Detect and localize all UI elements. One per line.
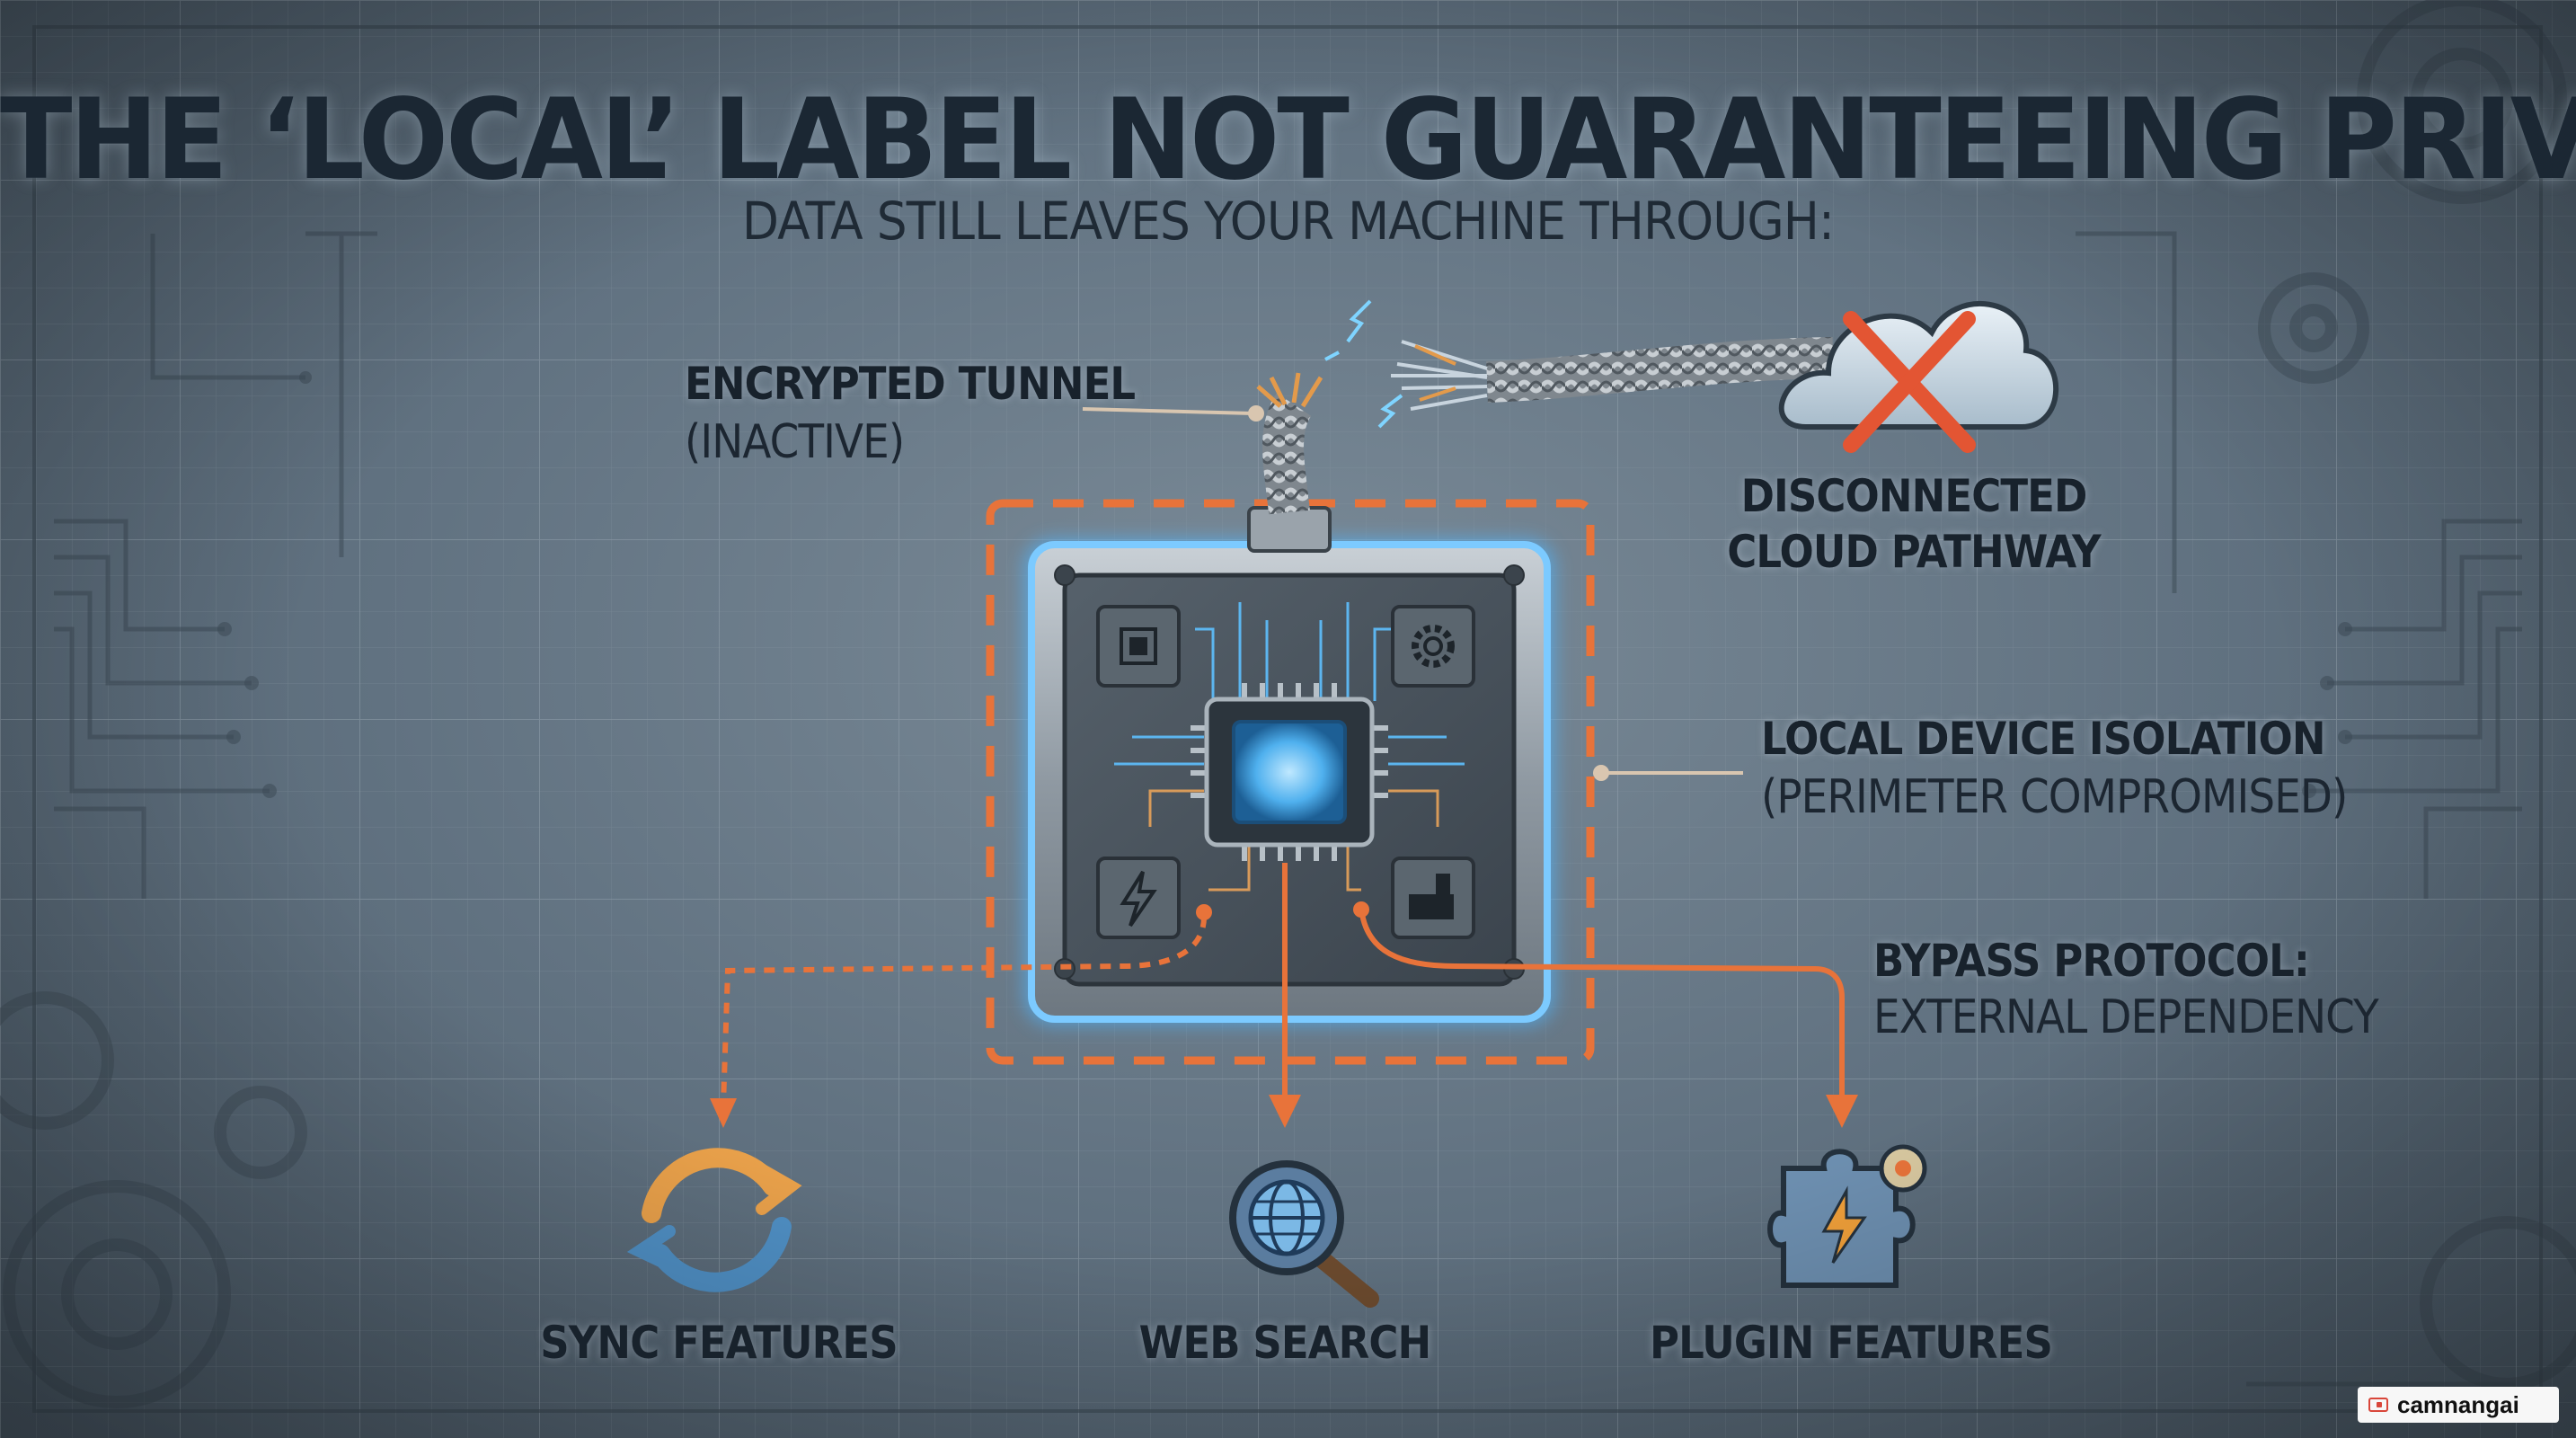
- sync-features-label: SYNC FEATURES: [540, 1317, 898, 1369]
- web-search-label: WEB SEARCH: [1138, 1317, 1432, 1369]
- page-subtitle: DATA STILL LEAVES YOUR MACHINE THROUGH:: [741, 191, 1835, 252]
- watermark-logo-icon: [2368, 1398, 2388, 1412]
- tunnel-state-label: (INACTIVE): [685, 415, 905, 469]
- page-title: THE ‘LOCAL’ LABEL NOT GUARANTEEING PRIVA…: [0, 74, 2576, 205]
- bypass-title-label: BYPASS PROTOCOL:: [1873, 935, 2310, 987]
- bypass-detail-label: EXTERNAL DEPENDENCY: [1873, 990, 2379, 1044]
- cloud-line1-label: DISCONNECTED: [1740, 470, 2088, 522]
- isolation-state-label: (PERIMETER COMPROMISED): [1761, 770, 2348, 824]
- isolation-title-label: LOCAL DEVICE ISOLATION: [1761, 713, 2325, 765]
- plugin-features-label: PLUGIN FEATURES: [1650, 1317, 2053, 1369]
- watermark-badge: camnangai: [2358, 1387, 2559, 1423]
- cloud-line2-label: CLOUD PATHWAY: [1727, 526, 2101, 578]
- tunnel-title-label: ENCRYPTED TUNNEL: [685, 358, 1136, 410]
- watermark-text: camnangai: [2397, 1390, 2519, 1418]
